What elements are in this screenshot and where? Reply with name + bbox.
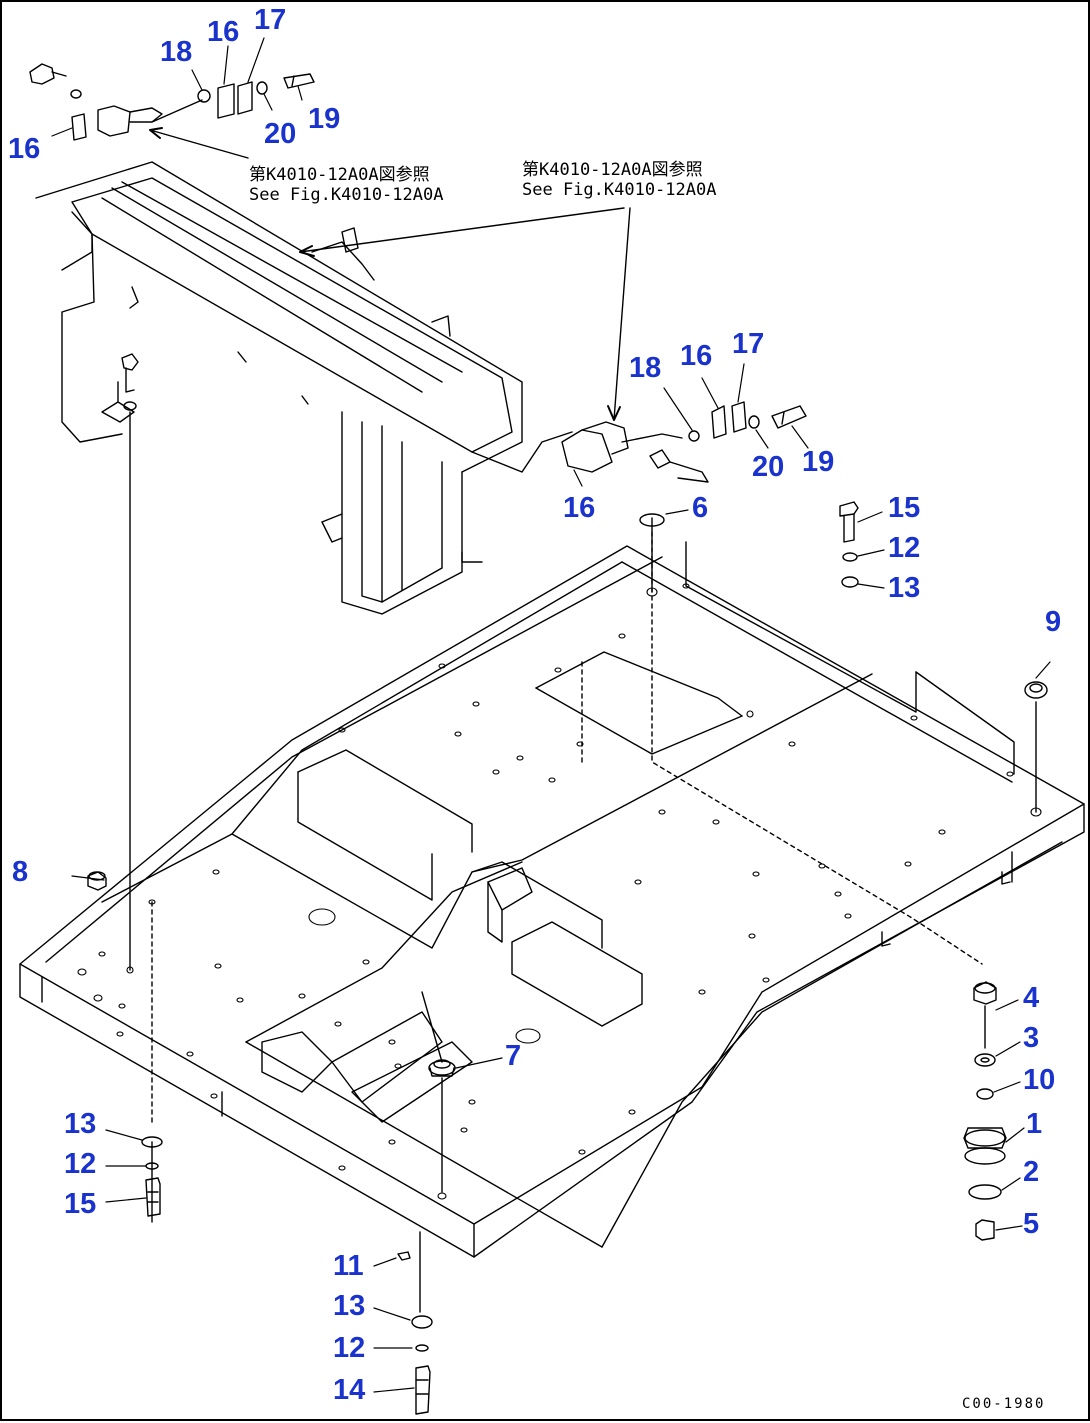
hinge-assembly-right — [561, 401, 807, 483]
callout-8: 8 — [12, 856, 29, 888]
callout-5: 5 — [1023, 1208, 1040, 1240]
ref-arrow-left-2 — [299, 207, 625, 253]
reference-note-left-en: See Fig.K4010-12A0A — [249, 185, 444, 205]
callout-20: 20 — [752, 451, 785, 483]
callout-18: 18 — [629, 352, 662, 384]
floor-holes — [77, 583, 1042, 1200]
callout-12: 12 — [64, 1148, 97, 1180]
callout-leaders — [51, 37, 1051, 1393]
callout-17: 17 — [732, 328, 765, 360]
callout-9: 9 — [1045, 606, 1062, 638]
reference-note-left: 第K4010-12A0A図参照 See Fig.K4010-12A0A — [249, 165, 443, 205]
reference-note-right-en: See Fig.K4010-12A0A — [522, 180, 717, 200]
callout-10: 10 — [1023, 1064, 1056, 1096]
callout-12: 12 — [333, 1332, 366, 1364]
part-6-plug — [639, 513, 665, 527]
callout-16: 16 — [680, 340, 713, 372]
callout-15: 15 — [888, 492, 921, 524]
part-9-grommet — [1024, 681, 1048, 699]
callout-13: 13 — [888, 572, 921, 604]
reference-note-right: 第K4010-12A0A図参照 See Fig.K4010-12A0A — [522, 160, 716, 200]
callout-16: 16 — [563, 492, 596, 524]
part-7-grommet — [428, 1059, 456, 1077]
callout-11: 11 — [333, 1250, 364, 1282]
callout-18: 18 — [160, 36, 193, 68]
callout-15: 15 — [64, 1188, 97, 1220]
callout-3: 3 — [1023, 1022, 1040, 1054]
assembly-lines — [129, 411, 1037, 1313]
reference-note-left-jp: 第K4010-12A0A図参照 — [249, 165, 430, 185]
callout-6: 6 — [692, 492, 709, 524]
ref-arrow-right — [613, 207, 631, 421]
callout-7: 7 — [505, 1040, 522, 1072]
callout-17: 17 — [254, 4, 287, 36]
console-frame — [35, 161, 573, 615]
callout-1: 1 — [1026, 1108, 1043, 1140]
drawing-code: C00-1980 — [962, 1396, 1046, 1412]
ref-arrow-right-head — [607, 405, 621, 421]
callout-12: 12 — [888, 532, 921, 564]
callout-2: 2 — [1023, 1156, 1040, 1188]
callout-4: 4 — [1023, 982, 1040, 1014]
callout-19: 19 — [802, 446, 835, 478]
reference-note-right-jp: 第K4010-12A0A図参照 — [522, 160, 703, 180]
callout-20: 20 — [264, 118, 297, 150]
ref-arrow-left-1 — [149, 129, 249, 159]
callout-19: 19 — [308, 103, 341, 135]
mount-stack-right — [963, 981, 1007, 1241]
callout-14: 14 — [333, 1374, 366, 1406]
callout-13: 13 — [333, 1290, 366, 1322]
callout-16: 16 — [207, 16, 240, 48]
ref-arrow-left-1-head — [149, 127, 163, 139]
floor-frame — [19, 541, 1085, 1258]
part-8-plug — [87, 871, 107, 891]
hinge-assembly-left — [29, 63, 315, 141]
callout-13: 13 — [64, 1108, 97, 1140]
callout-16: 16 — [8, 133, 41, 165]
dotted-assembly-lines — [151, 531, 983, 1123]
bolt-stack-left-upper — [121, 353, 139, 411]
bolt-stack-center-lower — [397, 1251, 433, 1415]
bolt-stack-15-12-13-upper — [839, 501, 859, 588]
